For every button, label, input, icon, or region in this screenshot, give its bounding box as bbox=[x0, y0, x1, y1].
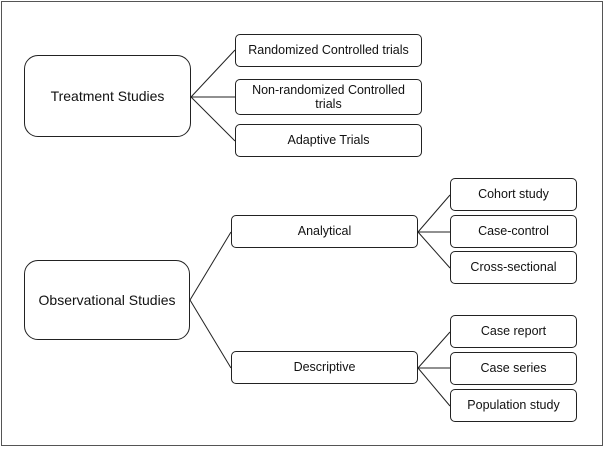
case-series-label: Case series bbox=[480, 361, 547, 376]
connector-observational-descriptive bbox=[189, 299, 232, 369]
connector-analytical-crosssectional bbox=[417, 231, 451, 269]
connector-observational-analytical bbox=[189, 231, 232, 301]
connector-treatment-adaptive bbox=[190, 96, 236, 142]
case-report-label: Case report bbox=[480, 324, 547, 339]
non-randomized-controlled-trials-label: Non-randomized Controlled trials bbox=[252, 82, 405, 111]
non-randomized-controlled-trials-node: Non-randomized Controlled trials bbox=[235, 79, 422, 115]
connector-treatment-rct bbox=[190, 49, 236, 98]
cross-sectional-node: Cross-sectional bbox=[450, 251, 577, 284]
connector-descriptive-population bbox=[417, 367, 451, 407]
case-control-label: Case-control bbox=[478, 224, 549, 239]
observational-studies-node: Observational Studies bbox=[24, 260, 190, 340]
observational-studies-label: Observational Studies bbox=[38, 291, 176, 308]
cross-sectional-label: Cross-sectional bbox=[470, 260, 557, 275]
connector-analytical-cohort bbox=[417, 194, 451, 233]
cohort-study-node: Cohort study bbox=[450, 178, 577, 211]
connector-descriptive-casereport bbox=[417, 331, 451, 369]
adaptive-trials-label: Adaptive Trials bbox=[287, 133, 370, 148]
population-study-label: Population study bbox=[467, 398, 560, 413]
case-control-node: Case-control bbox=[450, 215, 577, 248]
randomized-controlled-trials-label: Randomized Controlled trials bbox=[248, 43, 409, 58]
descriptive-label: Descriptive bbox=[293, 360, 356, 375]
case-report-node: Case report bbox=[450, 315, 577, 348]
population-study-node: Population study bbox=[450, 389, 577, 422]
descriptive-node: Descriptive bbox=[231, 351, 418, 384]
analytical-node: Analytical bbox=[231, 215, 418, 248]
cohort-study-label: Cohort study bbox=[478, 187, 549, 202]
adaptive-trials-node: Adaptive Trials bbox=[235, 124, 422, 157]
treatment-studies-node: Treatment Studies bbox=[24, 55, 191, 137]
randomized-controlled-trials-node: Randomized Controlled trials bbox=[235, 34, 422, 67]
analytical-label: Analytical bbox=[297, 224, 352, 239]
treatment-studies-label: Treatment Studies bbox=[50, 87, 165, 104]
case-series-node: Case series bbox=[450, 352, 577, 385]
